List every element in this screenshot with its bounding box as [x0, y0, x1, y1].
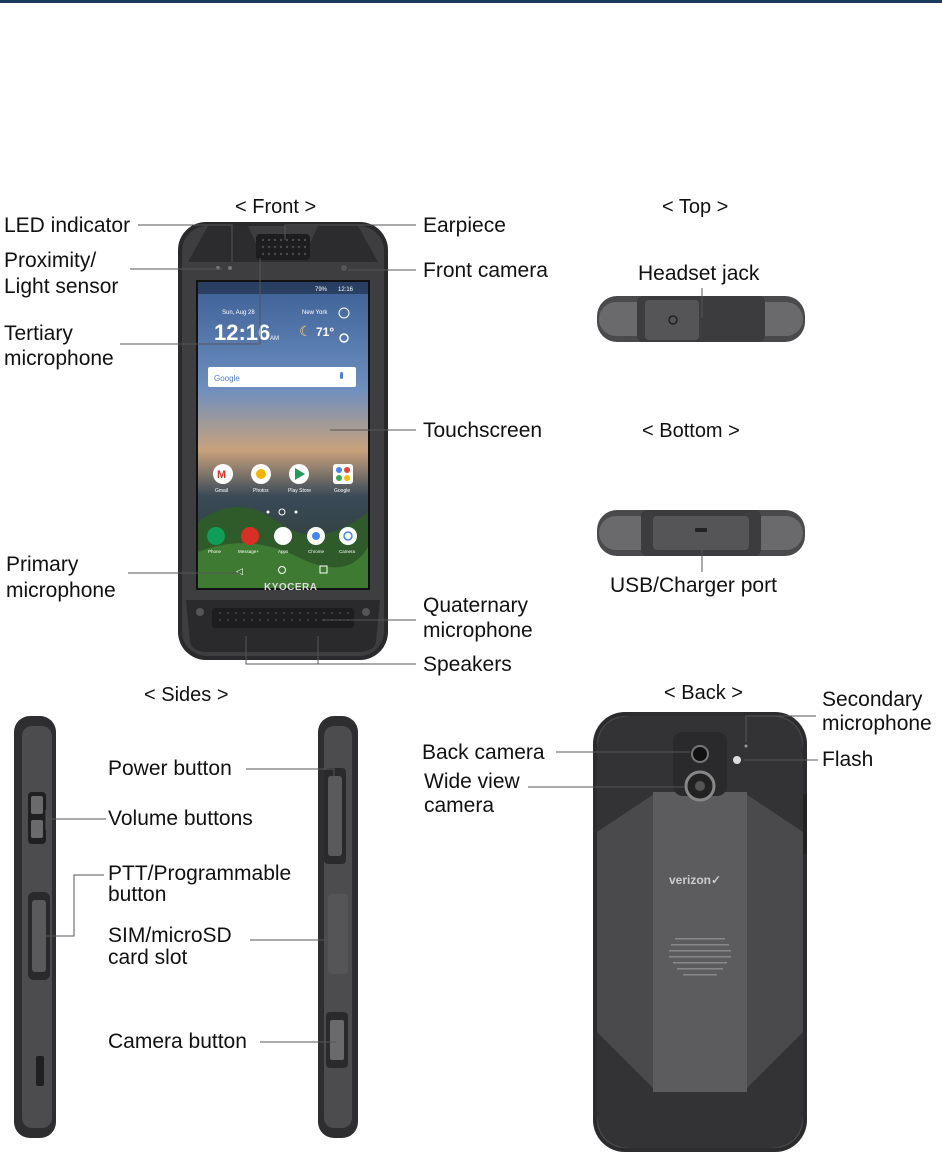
- section-bottom: < Bottom >: [642, 420, 740, 442]
- label-secondary-line2: microphone: [822, 712, 932, 735]
- top-view-phone: [597, 296, 805, 342]
- app-label: Photos: [253, 488, 269, 494]
- label-led-indicator: LED indicator: [4, 214, 131, 237]
- status-time: 12:16: [338, 287, 354, 293]
- section-back: < Back >: [664, 682, 743, 704]
- label-ptt-line2: button: [108, 883, 167, 906]
- label-sim-line1: SIM/microSD: [108, 924, 232, 947]
- label-quaternary-line1: Quaternary: [423, 594, 529, 617]
- screen-ampm: AM: [270, 336, 279, 342]
- label-power-button: Power button: [108, 757, 232, 780]
- label-back-camera: Back camera: [422, 741, 545, 764]
- label-tertiary-line2: microphone: [4, 347, 114, 370]
- label-quaternary-line2: microphone: [423, 619, 533, 642]
- status-battery: 79%: [315, 287, 328, 293]
- label-headset-jack: Headset jack: [638, 262, 760, 285]
- screen-city: New York: [302, 310, 328, 316]
- right-side-phone: [318, 716, 358, 1138]
- label-earpiece: Earpiece: [423, 214, 506, 237]
- label-speakers: Speakers: [423, 653, 512, 676]
- svg-text:◁: ◁: [236, 566, 243, 576]
- label-primary-line2: microphone: [6, 579, 116, 602]
- label-camera-button: Camera button: [108, 1030, 247, 1053]
- screen-date: Sun, Aug 28: [222, 310, 255, 316]
- screen-temp: 71°: [316, 325, 334, 339]
- label-wide-line2: camera: [424, 794, 495, 817]
- app-label: Chrome: [308, 549, 325, 554]
- bottom-view-phone: [597, 510, 805, 556]
- svg-text:☾: ☾: [299, 323, 312, 339]
- back-phone: verizon✓: [593, 712, 807, 1152]
- label-primary-line1: Primary: [6, 553, 79, 576]
- label-tertiary-line1: Tertiary: [4, 322, 73, 345]
- screen-clock: 12:16: [214, 320, 270, 345]
- svg-text:M: M: [217, 469, 226, 481]
- back-brand: verizon✓: [669, 873, 721, 887]
- label-proximity-line1: Proximity/: [4, 249, 97, 272]
- section-top: < Top >: [662, 196, 729, 218]
- search-brand: Google: [214, 374, 240, 383]
- label-volume-buttons: Volume buttons: [108, 807, 253, 830]
- app-label: Play Store: [288, 488, 311, 494]
- section-front: < Front >: [235, 196, 317, 218]
- label-ptt-line1: PTT/Programmable: [108, 862, 292, 885]
- screen-brand: KYOCERA: [264, 582, 318, 593]
- label-wide-line1: Wide view: [424, 770, 520, 793]
- label-secondary-line1: Secondary: [822, 688, 923, 711]
- app-label: Google: [334, 488, 350, 494]
- front-phone: 12:16 79% Sun, Aug 28 12:16 AM New York …: [178, 222, 388, 660]
- top-rule: [0, 0, 942, 3]
- app-label: Camera: [339, 549, 356, 554]
- label-flash: Flash: [822, 748, 874, 771]
- section-sides: < Sides >: [144, 684, 229, 706]
- app-label: Phone: [208, 549, 222, 554]
- label-front-camera: Front camera: [423, 259, 548, 282]
- app-label: Message+: [238, 549, 259, 554]
- label-sim-line2: card slot: [108, 946, 188, 969]
- app-label: Apps: [278, 549, 289, 554]
- label-proximity-line2: Light sensor: [4, 275, 119, 298]
- label-touchscreen: Touchscreen: [423, 419, 543, 442]
- label-usb-port: USB/Charger port: [610, 574, 777, 597]
- app-label: Gmail: [215, 488, 228, 494]
